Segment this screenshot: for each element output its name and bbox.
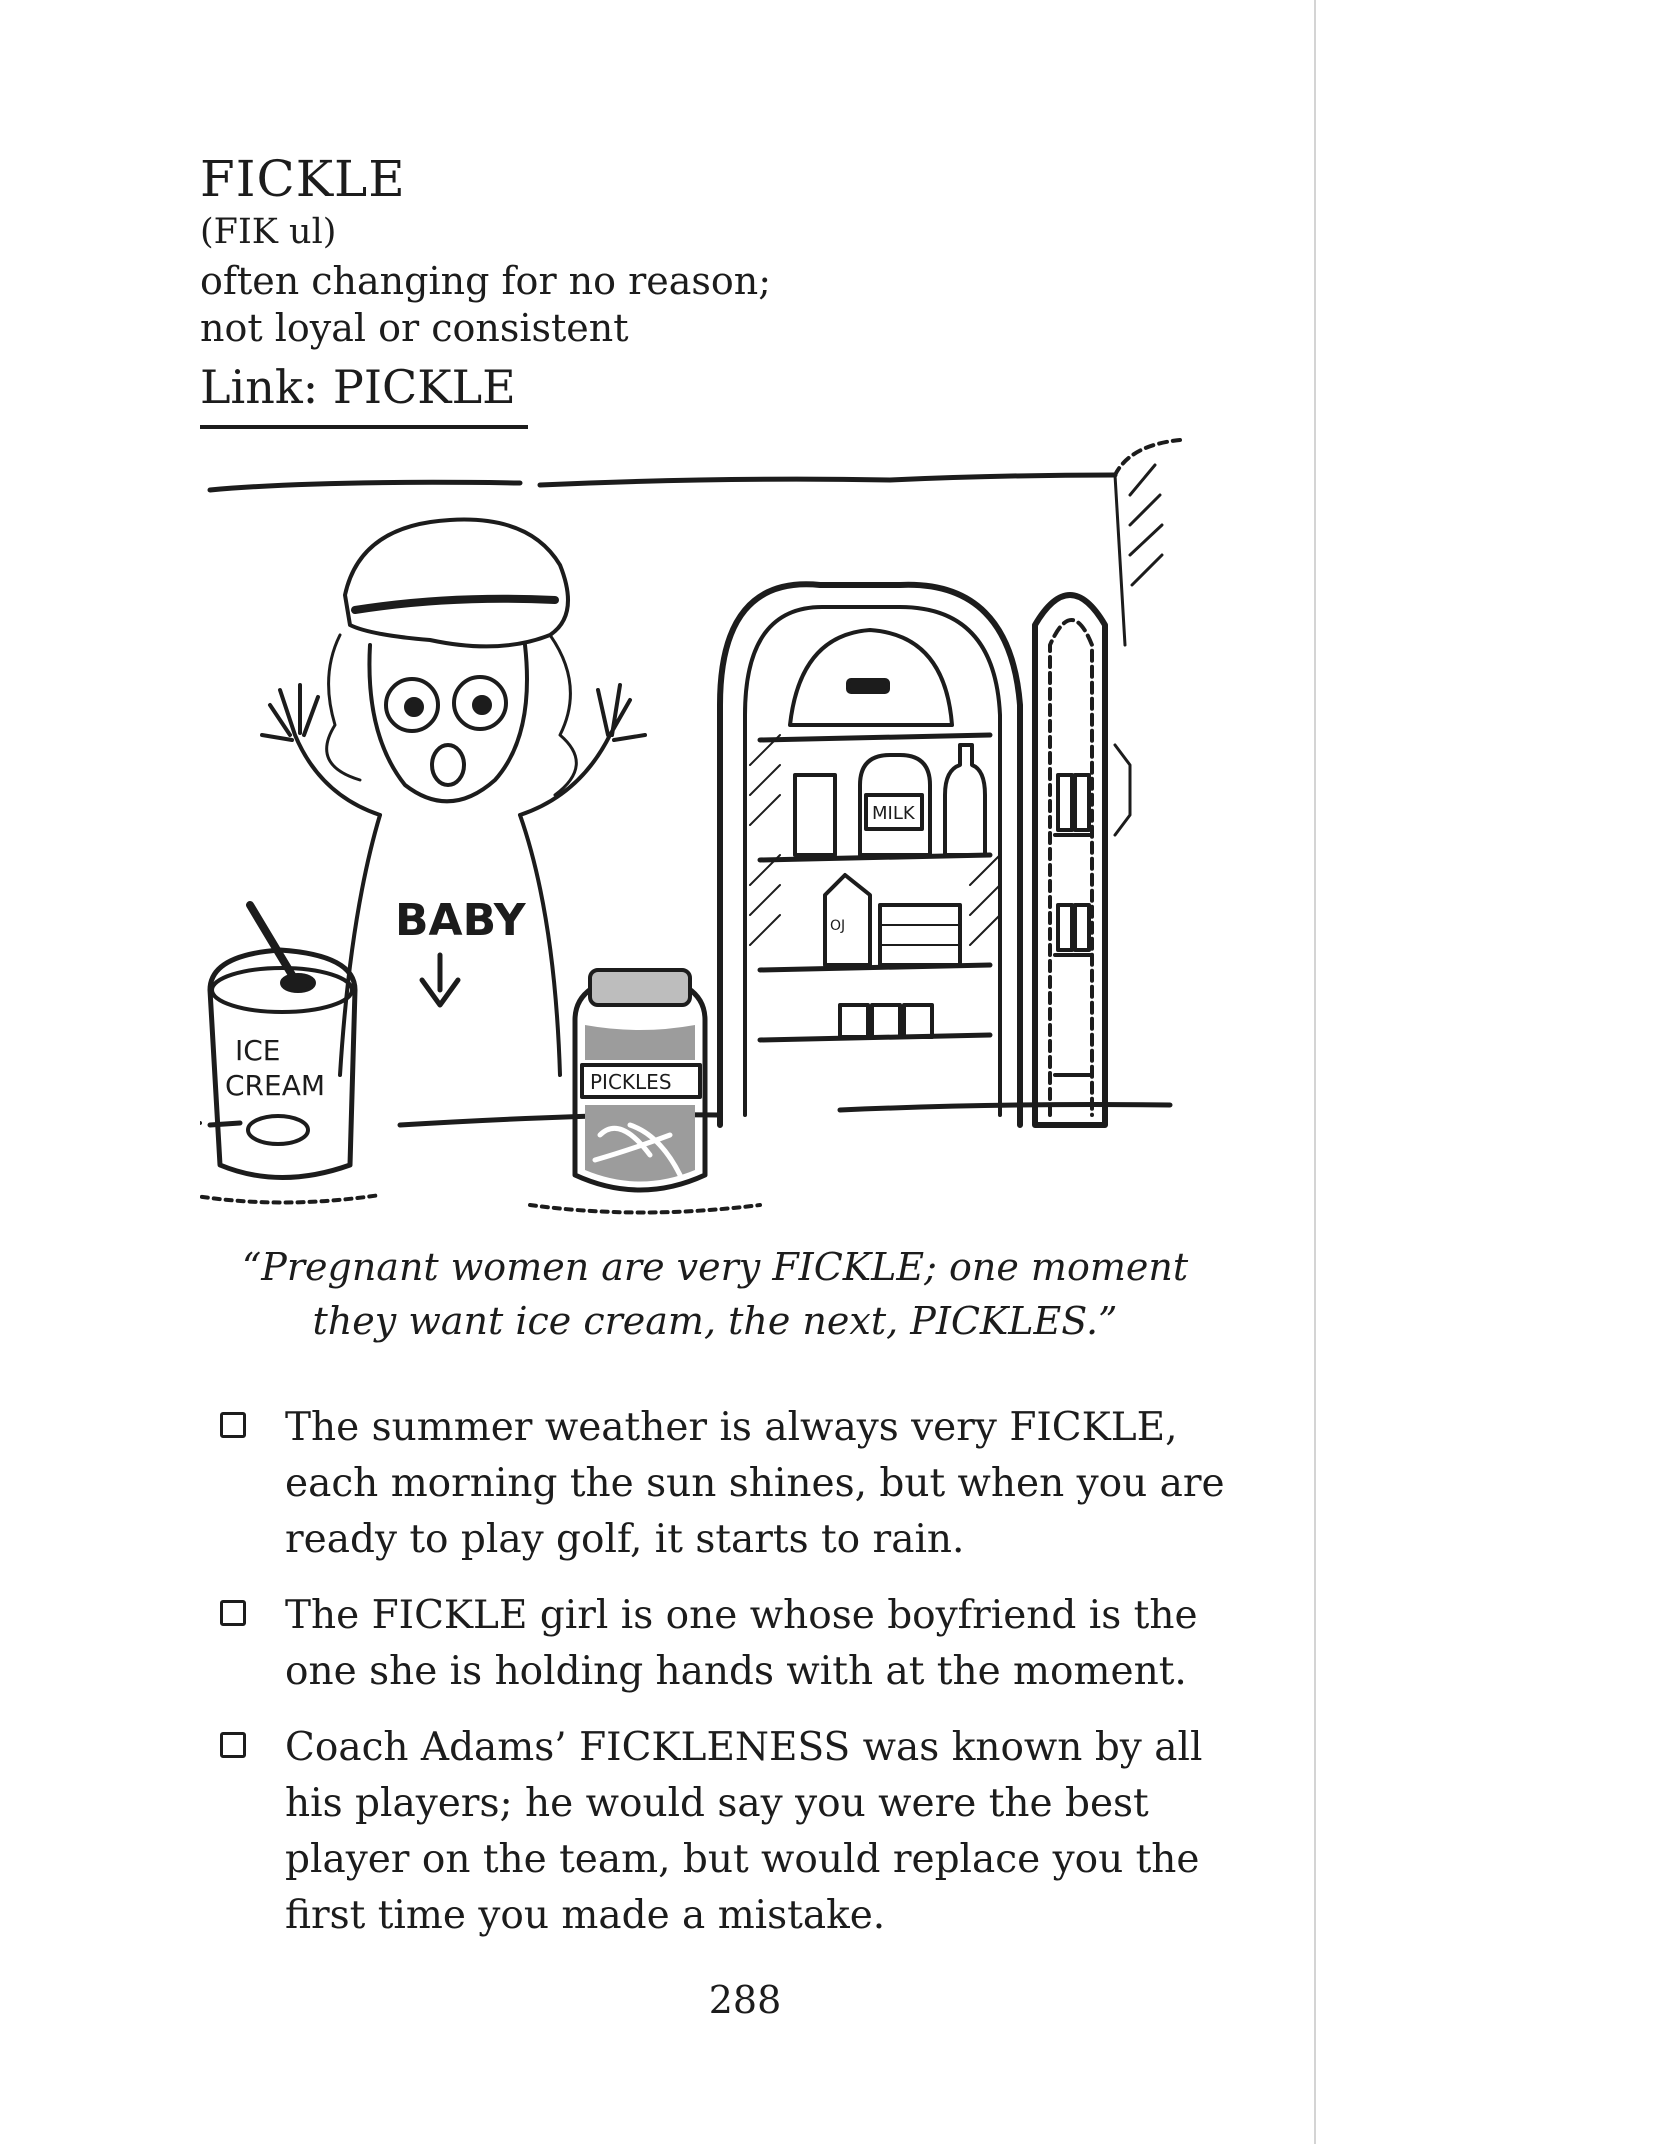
page-edge-line <box>1314 0 1316 2144</box>
pronunciation: (FIK ul) <box>200 212 337 252</box>
caption-line-1: “Pregnant women are very FICKLE; one mom… <box>241 1245 1189 1289</box>
ice-cream-label-2: CREAM <box>225 1069 325 1102</box>
example-text: Coach Adams’ FICKLENESS was known by all… <box>285 1725 1203 1938</box>
pickles-label: PICKLES <box>590 1070 672 1094</box>
page-number: 288 <box>708 1978 782 2022</box>
checkbox-icon <box>220 1412 246 1438</box>
checkbox-icon <box>220 1732 246 1758</box>
caption-line-2: they want ice cream, the next, PICKLES.” <box>312 1299 1118 1343</box>
checkbox-icon <box>220 1600 246 1626</box>
definition-line-2: not loyal or consistent <box>200 306 629 350</box>
definition-line-1: often changing for no reason; <box>200 259 772 303</box>
link-underline <box>200 425 528 429</box>
example-text: The FICKLE girl is one whose boyfriend i… <box>285 1593 1198 1694</box>
example-text: The summer weather is always very FICKLE… <box>285 1405 1225 1562</box>
milk-label: MILK <box>872 803 916 824</box>
mnemonic-link: Link: PICKLE <box>200 360 516 414</box>
headword: FICKLE <box>200 150 406 208</box>
illustration-caption: “Pregnant women are very FICKLE; one mom… <box>240 1240 1190 1348</box>
shirt-label: BABY <box>395 895 527 946</box>
oj-label: OJ <box>830 918 845 934</box>
cartoon-illustration: MILK OJ BABY ICE CREAM PICKLES <box>200 438 1182 1215</box>
ice-cream-label-1: ICE <box>235 1034 281 1067</box>
definition: often changing for no reason; not loyal … <box>200 258 771 352</box>
